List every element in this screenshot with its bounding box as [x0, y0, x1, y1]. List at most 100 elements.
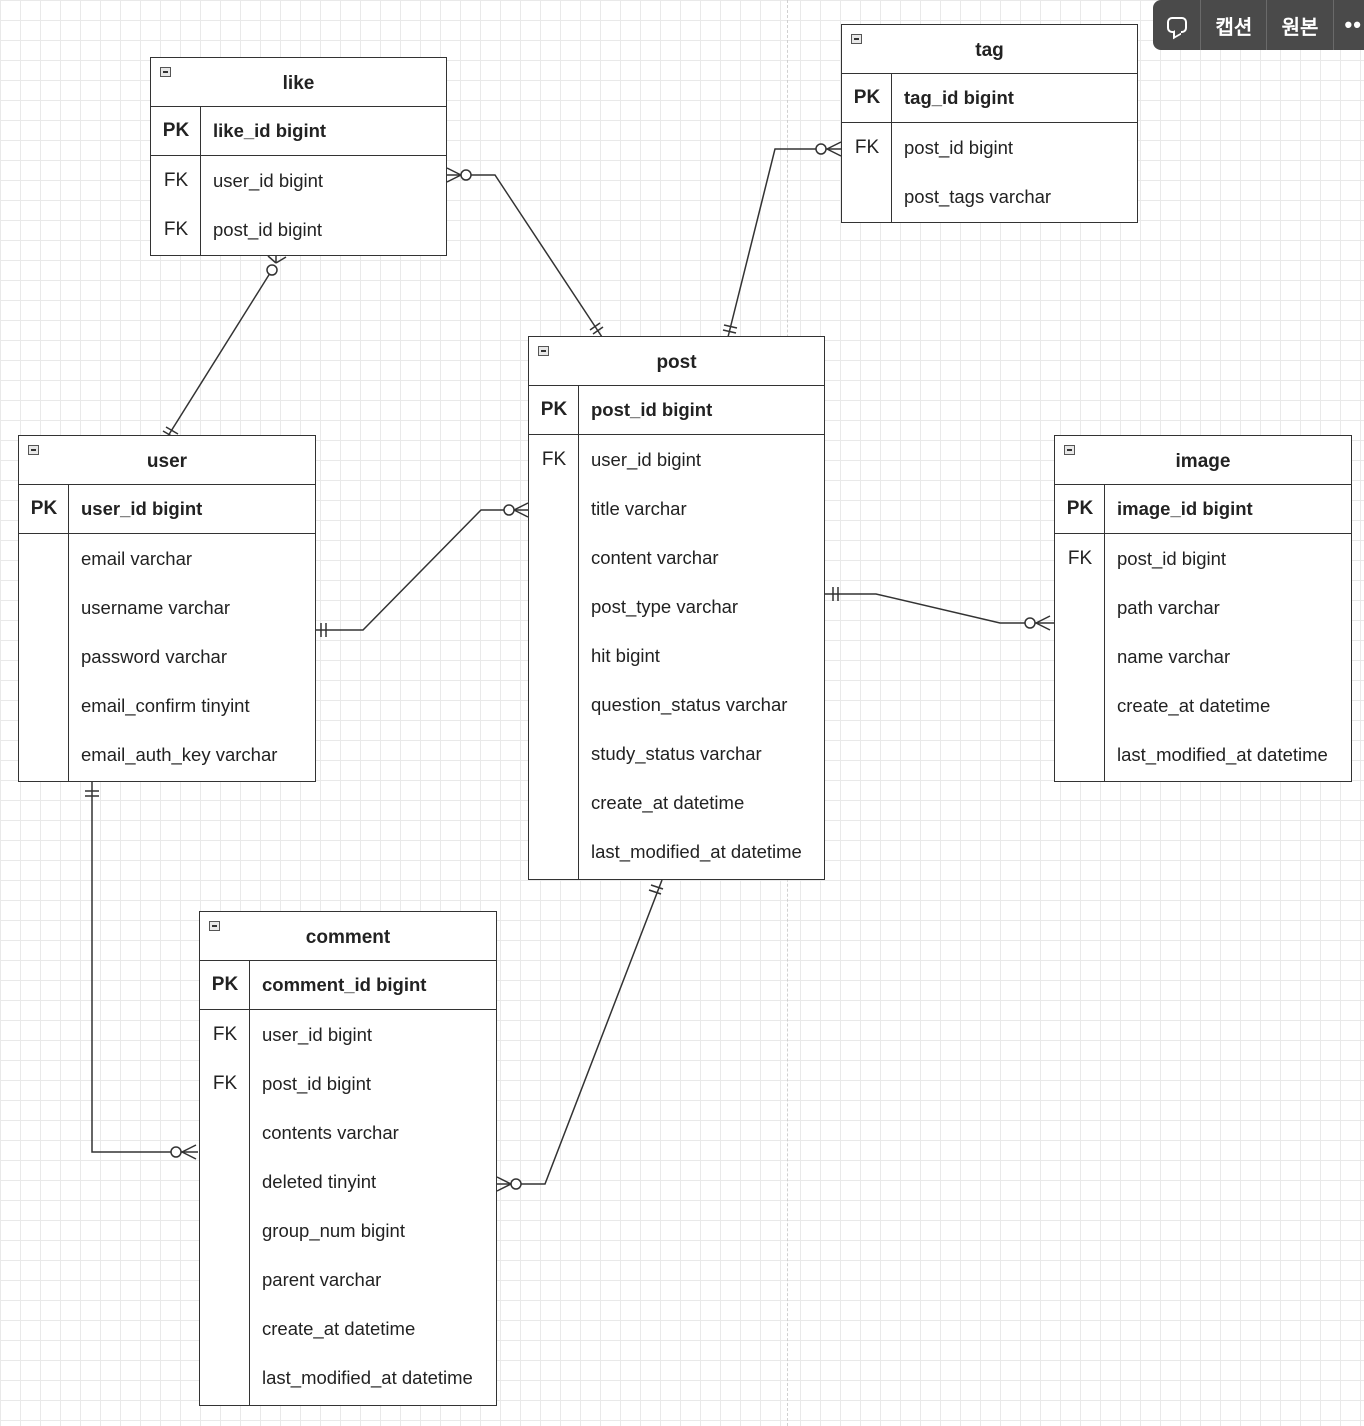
- crowfoot-mark: [267, 255, 277, 264]
- key-label: FK: [163, 169, 189, 191]
- attribute-name: last_modified_at datetime: [1117, 743, 1328, 765]
- attribute-row[interactable]: study_status varchar: [529, 729, 824, 778]
- entity-title: user: [146, 450, 188, 472]
- entity-header[interactable]: tag: [842, 25, 1137, 74]
- attribute-row[interactable]: email varchar: [19, 534, 315, 583]
- collapse-icon[interactable]: [209, 921, 220, 931]
- relationship-line: [91, 781, 198, 1153]
- zero-circle-mark: [510, 1178, 522, 1190]
- attribute-row[interactable]: email_confirm tinyint: [19, 681, 315, 730]
- attribute-row[interactable]: parent varchar: [200, 1255, 496, 1304]
- key-column-divider: [1104, 485, 1105, 781]
- entity-header[interactable]: user: [19, 436, 315, 485]
- entity-header[interactable]: image: [1055, 436, 1351, 485]
- crowfoot-mark: [496, 1176, 512, 1185]
- attribute-row[interactable]: PK post_id bigint: [529, 386, 824, 434]
- attribute-row[interactable]: name varchar: [1055, 632, 1351, 681]
- key-label: FK: [212, 1072, 238, 1094]
- attribute-name: email_confirm tinyint: [81, 694, 250, 716]
- pk-section: PK like_id bigint: [151, 107, 446, 156]
- zero-circle-mark: [460, 169, 472, 181]
- attribute-row[interactable]: PK like_id bigint: [151, 107, 446, 155]
- attribute-row[interactable]: password varchar: [19, 632, 315, 681]
- entity-header[interactable]: like: [151, 58, 446, 107]
- attribute-row[interactable]: create_at datetime: [529, 778, 824, 827]
- attribute-row[interactable]: PK comment_id bigint: [200, 961, 496, 1009]
- relationship-post-like[interactable]: [446, 167, 604, 338]
- attribute-row[interactable]: post_tags varchar: [842, 172, 1137, 221]
- entity-title: like: [282, 72, 315, 94]
- attribute-name: user_id bigint: [213, 169, 324, 191]
- collapse-icon[interactable]: [851, 34, 862, 44]
- attribute-row[interactable]: last_modified_at datetime: [529, 827, 824, 876]
- attribute-row[interactable]: post_type varchar: [529, 582, 824, 631]
- caption-toggle-button[interactable]: [1153, 0, 1202, 50]
- pk-section: PK comment_id bigint: [200, 961, 496, 1010]
- attribute-name: post_id bigint: [591, 399, 713, 420]
- attribute-name: post_tags varchar: [904, 185, 1052, 207]
- collapse-icon[interactable]: [160, 67, 171, 77]
- attribute-row[interactable]: PK tag_id bigint: [842, 74, 1137, 122]
- entity-user[interactable]: user PK user_id bigint email varchar use…: [18, 435, 316, 782]
- attribute-row[interactable]: question_status varchar: [529, 680, 824, 729]
- one-bar-mark: [592, 326, 604, 335]
- attribute-name: question_status varchar: [591, 693, 788, 715]
- one-bar-mark: [722, 329, 737, 334]
- entity-tag[interactable]: tag PK tag_id bigint FK post_id bigint p…: [841, 24, 1138, 223]
- attribute-row[interactable]: contents varchar: [200, 1108, 496, 1157]
- attribute-row[interactable]: path varchar: [1055, 583, 1351, 632]
- key-label: PK: [1066, 498, 1094, 519]
- relationship-post-image[interactable]: [825, 587, 1054, 631]
- crowfoot-mark: [513, 502, 529, 511]
- relationship-line: [496, 879, 663, 1185]
- entity-header[interactable]: comment: [200, 912, 496, 961]
- attribute-row[interactable]: PK image_id bigint: [1055, 485, 1351, 533]
- collapse-icon[interactable]: [1064, 445, 1075, 455]
- entity-header[interactable]: post: [529, 337, 824, 386]
- attribute-name: post_type varchar: [591, 595, 739, 617]
- collapse-icon[interactable]: [28, 445, 39, 455]
- more-options-button[interactable]: ••: [1344, 12, 1362, 37]
- pk-section: PK user_id bigint: [19, 485, 315, 534]
- crowfoot-mark: [181, 1144, 197, 1153]
- attribute-row[interactable]: deleted tinyint: [200, 1157, 496, 1206]
- relationship-user-comment[interactable]: [85, 781, 198, 1160]
- attribute-row[interactable]: content varchar: [529, 533, 824, 582]
- attribute-row[interactable]: hit bigint: [529, 631, 824, 680]
- entity-title: tag: [975, 39, 1004, 61]
- relationship-user-like[interactable]: [162, 255, 287, 439]
- pk-section: PK post_id bigint: [529, 386, 824, 435]
- attribute-row[interactable]: FK user_id bigint: [151, 156, 446, 205]
- relationship-post-tag[interactable]: [722, 141, 842, 338]
- original-button[interactable]: 원본: [1267, 0, 1334, 50]
- attribute-name: last_modified_at datetime: [591, 840, 802, 862]
- collapse-icon[interactable]: [538, 346, 549, 356]
- attribute-row[interactable]: PK user_id bigint: [19, 485, 315, 533]
- attribute-row[interactable]: last_modified_at datetime: [1055, 730, 1351, 779]
- attribute-row[interactable]: username varchar: [19, 583, 315, 632]
- attribute-row[interactable]: last_modified_at datetime: [200, 1353, 496, 1402]
- relationship-user-post[interactable]: [316, 502, 529, 637]
- caption-button[interactable]: 캡션: [1201, 0, 1268, 50]
- attribute-name: password varchar: [81, 645, 228, 667]
- attribute-row[interactable]: FK post_id bigint: [842, 123, 1137, 172]
- relationship-post-comment[interactable]: [496, 879, 664, 1192]
- attribute-row[interactable]: email_auth_key varchar: [19, 730, 315, 779]
- attribute-row[interactable]: FK post_id bigint: [151, 205, 446, 254]
- entity-like[interactable]: like PK like_id bigint FK user_id bigint…: [150, 57, 447, 256]
- attribute-row[interactable]: create_at datetime: [200, 1304, 496, 1353]
- attribute-name: study_status varchar: [591, 742, 762, 764]
- attribute-row[interactable]: create_at datetime: [1055, 681, 1351, 730]
- attribute-row[interactable]: title varchar: [529, 484, 824, 533]
- entity-title: image: [1175, 450, 1231, 472]
- attribute-row[interactable]: group_num bigint: [200, 1206, 496, 1255]
- attribute-name: group_num bigint: [262, 1219, 405, 1241]
